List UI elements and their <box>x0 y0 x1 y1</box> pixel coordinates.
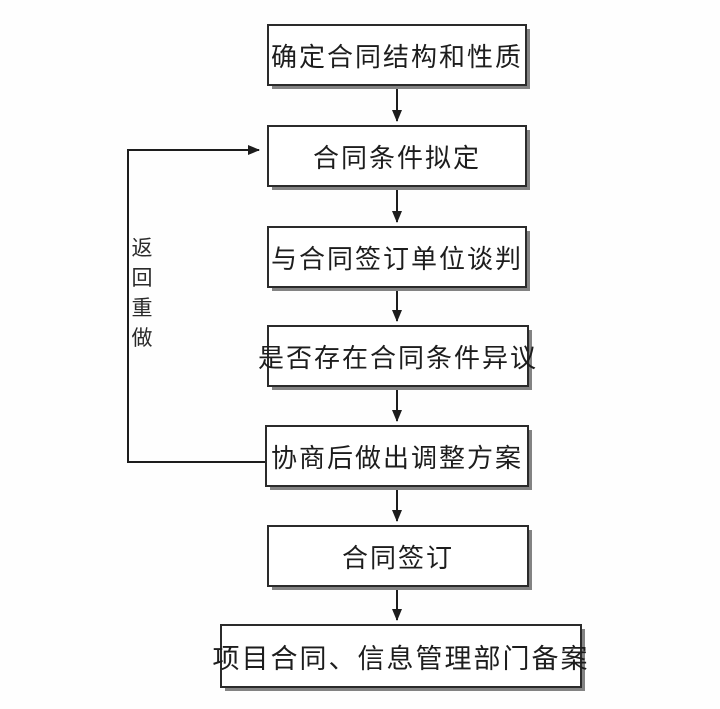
loop-label-char: 回 <box>131 266 153 290</box>
flow-node-label: 确定合同结构和性质 <box>270 42 523 72</box>
flow-node-label: 合同条件拟定 <box>312 143 481 173</box>
loop-back-connector <box>127 145 267 463</box>
flow-node-label: 是否存在合同条件异议 <box>258 343 539 373</box>
flow-node-draft-conditions: 合同条件拟定 <box>267 125 527 187</box>
flow-node-sign-contract: 合同签订 <box>267 525 529 587</box>
flow-node-filing: 项目合同、信息管理部门备案 <box>213 624 588 688</box>
loop-label-char: 重 <box>131 296 153 320</box>
flow-node-label: 与合同签订单位谈判 <box>270 244 523 274</box>
loop-label-char: 返 <box>131 236 153 260</box>
flow-node-negotiate: 与合同签订单位谈判 <box>267 226 527 288</box>
flow-node-determine-structure: 确定合同结构和性质 <box>267 24 527 86</box>
loop-back-label: 返 回 重 做 <box>129 238 155 349</box>
flow-node-check-objection: 是否存在合同条件异议 <box>258 325 536 387</box>
flow-node-label: 合同签订 <box>341 543 454 573</box>
flow-node-label: 协商后做出调整方案 <box>270 443 523 473</box>
loop-label-char: 做 <box>131 326 153 350</box>
flow-node-adjust-plan: 协商后做出调整方案 <box>265 425 529 487</box>
flow-node-label: 项目合同、信息管理部门备案 <box>212 643 590 674</box>
